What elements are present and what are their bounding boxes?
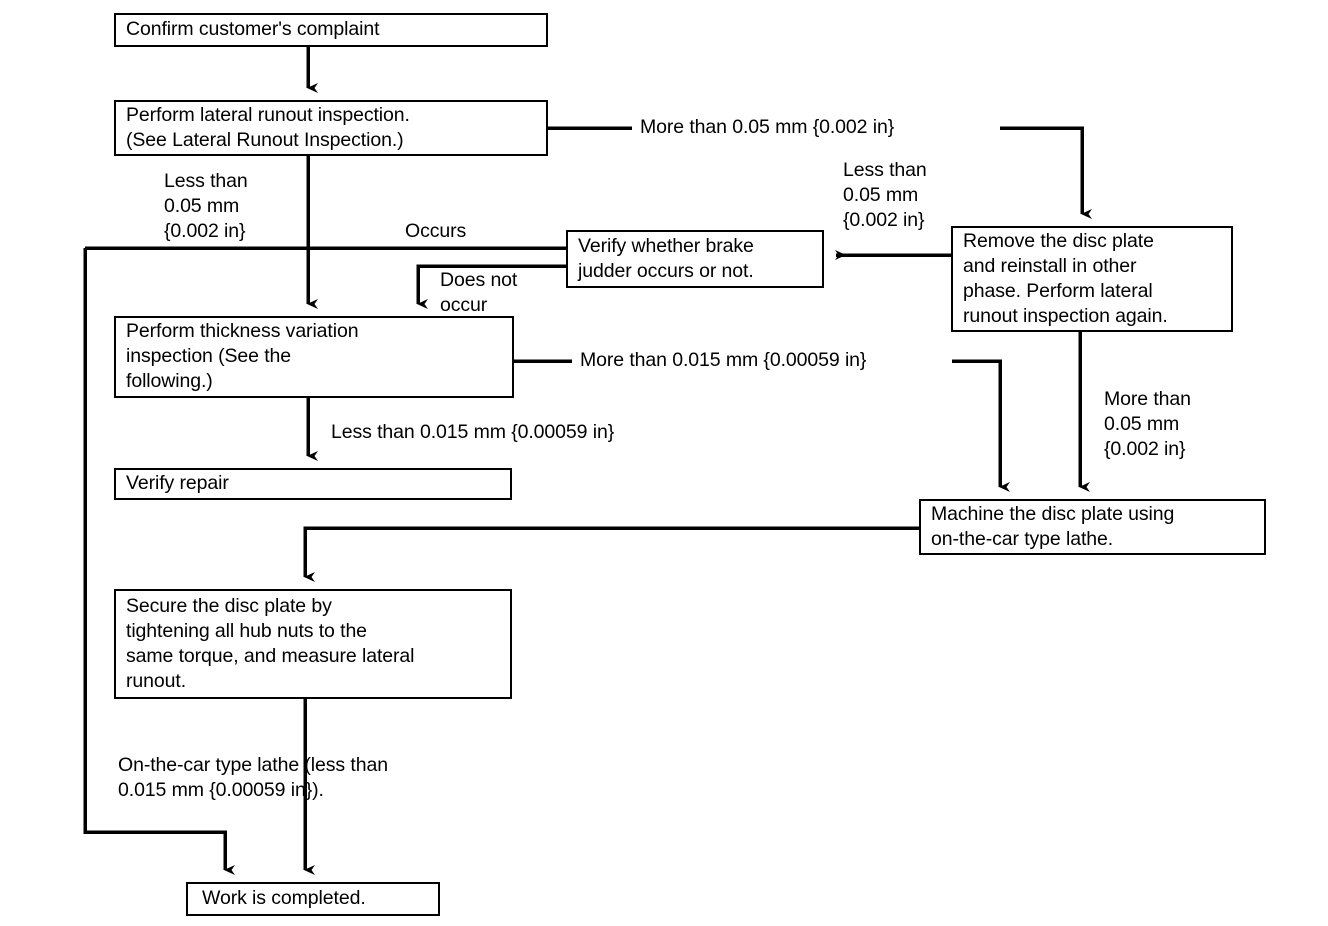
node-label: Perform lateral runout inspection. (See … — [126, 103, 410, 151]
connector-thickness-to-machine — [952, 359, 1010, 492]
edge-label-more-than-0015: More than 0.015 mm {0.00059 in} — [580, 349, 867, 371]
edge-label-less-than-005-left: Less than 0.05 mm {0.002 in} — [164, 170, 248, 242]
node-label: Machine the disc plate using on-the-car … — [931, 502, 1175, 550]
node-label: Perform thickness variation inspection (… — [126, 320, 359, 392]
node-label: Verify repair — [126, 472, 229, 494]
node-verify-repair[interactable]: Verify repair — [114, 468, 512, 500]
node-thickness-variation-inspection[interactable]: Perform thickness variation inspection (… — [114, 316, 514, 398]
connector-machine-to-secure — [303, 526, 919, 582]
edge-label-less-than-0015: Less than 0.015 mm {0.00059 in} — [331, 421, 615, 443]
connector-lateral-to-remove — [1000, 126, 1092, 219]
edge-label-does-not-occur: Does not occur — [440, 269, 518, 316]
node-label: Verify whether brake judder occurs or no… — [578, 234, 754, 282]
node-work-completed[interactable]: Work is completed. — [186, 882, 440, 916]
node-secure-disc-plate[interactable]: Secure the disc plate by tightening all … — [114, 589, 512, 699]
node-label: Work is completed. — [202, 887, 366, 909]
node-machine-disc-plate[interactable]: Machine the disc plate using on-the-car … — [919, 499, 1266, 555]
edge-label-occurs: Occurs — [405, 220, 467, 242]
node-label: Secure the disc plate by tightening all … — [126, 594, 415, 692]
node-lateral-runout-inspection[interactable]: Perform lateral runout inspection. (See … — [114, 100, 548, 156]
edge-label-more-than-005-right: More than 0.05 mm {0.002 in} — [1104, 388, 1191, 460]
node-remove-disc-plate[interactable]: Remove the disc plate and reinstall in o… — [951, 226, 1233, 332]
edge-label-on-the-car-lathe-note: On-the-car type lathe (less than 0.015 m… — [118, 754, 388, 801]
node-verify-brake-judder[interactable]: Verify whether brake judder occurs or no… — [566, 230, 824, 288]
edge-label-more-than-005-top: More than 0.05 mm {0.002 in} — [640, 116, 895, 138]
node-label: Remove the disc plate and reinstall in o… — [963, 229, 1168, 327]
edge-label-less-than-005-right: Less than 0.05 mm {0.002 in} — [843, 159, 927, 231]
node-label: Confirm customer's complaint — [126, 18, 380, 40]
node-confirm-complaint[interactable]: Confirm customer's complaint — [114, 13, 548, 47]
